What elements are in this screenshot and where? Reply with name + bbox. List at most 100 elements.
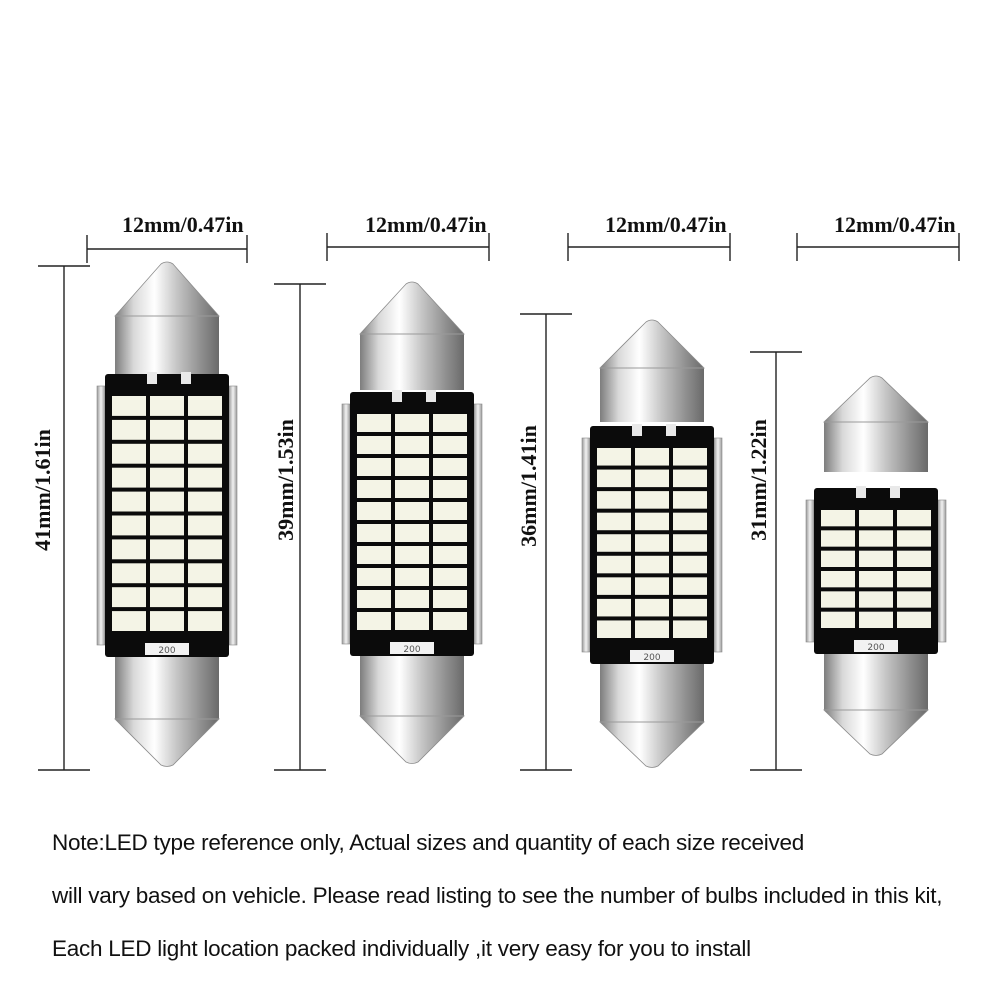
led-chip: [635, 577, 669, 595]
led-chip: [395, 590, 429, 608]
board-label: [630, 650, 674, 662]
board-text: 200: [867, 643, 884, 653]
led-chip: [897, 510, 931, 527]
led-chip: [357, 436, 391, 454]
top-cap: [823, 375, 929, 423]
top-cap: [599, 319, 705, 369]
led-chip: [357, 524, 391, 542]
led-chip: [150, 396, 184, 416]
led-chip: [673, 491, 707, 509]
led-chip: [821, 611, 855, 628]
led-chip: [597, 491, 631, 509]
width-label: 12mm/0.47in: [834, 212, 956, 237]
bottom-tube: [360, 656, 464, 716]
led-chip: [112, 539, 146, 560]
led-chip: [433, 502, 467, 520]
led-chip: [395, 502, 429, 520]
led-chip: [597, 469, 631, 488]
led-chip: [597, 512, 631, 531]
led-chip: [112, 491, 146, 512]
led-chip: [897, 591, 931, 608]
note-line-1: Note:LED type reference only, Actual siz…: [52, 830, 805, 855]
led-chip: [433, 480, 467, 498]
board-label: [390, 642, 434, 654]
note-line-2: will vary based on vehicle. Please read …: [52, 883, 943, 908]
width-label: 12mm/0.47in: [365, 212, 487, 237]
top-tube: [600, 368, 704, 422]
bottom-cap: [114, 718, 220, 767]
led-chip: [112, 443, 146, 464]
led-chip: [433, 590, 467, 608]
led-chip: [395, 612, 429, 630]
led-chip: [433, 546, 467, 564]
led-chip: [673, 534, 707, 552]
side-plate-left: [341, 403, 351, 645]
led-chip: [673, 469, 707, 488]
led-chip: [395, 568, 429, 586]
led-chip: [188, 443, 222, 464]
led-chip: [357, 612, 391, 630]
led-chip: [433, 568, 467, 586]
led-chip: [357, 568, 391, 586]
led-chip: [112, 467, 146, 488]
led-chip: [395, 458, 429, 476]
led-chip: [433, 458, 467, 476]
led-chip: [433, 436, 467, 454]
board-text: 200: [158, 646, 175, 656]
led-chip: [897, 550, 931, 567]
top-cap: [359, 281, 465, 335]
led-chip: [357, 590, 391, 608]
led-chip: [188, 491, 222, 512]
width-label: 12mm/0.47in: [605, 212, 727, 237]
length-label: 39mm/1.53in: [273, 419, 298, 541]
led-chip: [673, 448, 707, 466]
top-tube: [824, 422, 928, 472]
led-chip: [673, 577, 707, 595]
led-chip: [635, 512, 669, 531]
led-chip: [821, 571, 855, 588]
side-plate-right: [937, 499, 947, 643]
led-chip: [859, 591, 893, 608]
led-chip: [357, 414, 391, 432]
length-label: 36mm/1.41in: [516, 425, 541, 547]
led-chip: [150, 419, 184, 440]
led-chip: [188, 611, 222, 631]
width-label: 12mm/0.47in: [122, 212, 244, 237]
side-plate-right: [473, 403, 483, 645]
side-plate-left: [96, 385, 106, 646]
led-chip: [112, 419, 146, 440]
led-chip: [897, 571, 931, 588]
board-text: 200: [403, 645, 420, 655]
led-chip: [859, 550, 893, 567]
led-chip: [635, 598, 669, 617]
led-chip: [635, 448, 669, 466]
led-chip: [859, 510, 893, 527]
led-chip: [635, 534, 669, 552]
led-chip: [597, 534, 631, 552]
led-chip: [357, 502, 391, 520]
led-chip: [188, 396, 222, 416]
led-chip: [635, 491, 669, 509]
led-chip: [597, 577, 631, 595]
led-chip: [597, 598, 631, 617]
led-chip: [635, 469, 669, 488]
led-chip: [859, 571, 893, 588]
led-chip: [188, 515, 222, 536]
led-chip: [188, 539, 222, 560]
led-chip: [597, 448, 631, 466]
led-chip: [188, 587, 222, 608]
led-chip: [897, 611, 931, 628]
led-chip: [635, 555, 669, 574]
led-chip: [150, 467, 184, 488]
led-chip: [150, 443, 184, 464]
led-chip: [859, 611, 893, 628]
led-chip: [821, 550, 855, 567]
led-chip: [433, 612, 467, 630]
led-chip: [112, 563, 146, 584]
led-chip: [112, 611, 146, 631]
led-chip: [821, 591, 855, 608]
led-chip: [821, 510, 855, 527]
led-chip: [597, 555, 631, 574]
